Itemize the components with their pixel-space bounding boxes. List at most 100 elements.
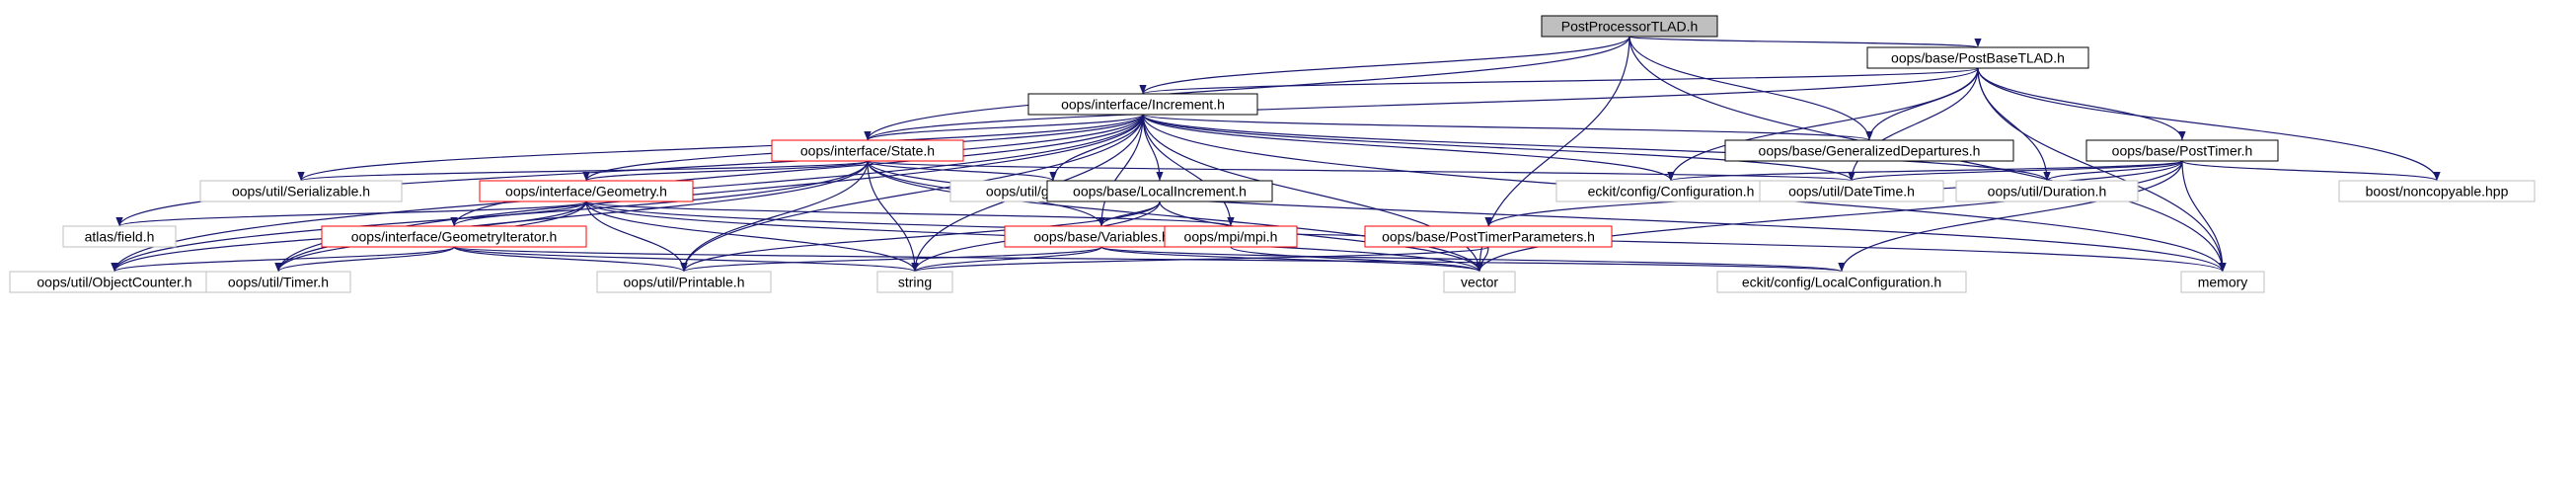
node-label-vector: vector — [1461, 275, 1498, 290]
edge-postbase-to-noncopyable — [1977, 67, 2441, 182]
node-geometry[interactable]: oops/interface/Geometry.h — [479, 180, 694, 202]
node-label-root: PostProcessorTLAD.h — [1561, 19, 1699, 35]
node-printable[interactable]: oops/util/Printable.h — [596, 271, 772, 293]
node-box-printable — [596, 271, 772, 293]
node-ptparams[interactable]: oops/base/PostTimerParameters.h — [1364, 225, 1613, 248]
node-box-mpi — [1164, 225, 1298, 248]
node-serializable[interactable]: oops/util/Serializable.h — [199, 180, 403, 202]
node-postbase[interactable]: oops/base/PostBaseTLAD.h — [1866, 46, 2089, 69]
node-increment[interactable]: oops/interface/Increment.h — [1027, 93, 1258, 116]
node-box-datetime — [1759, 180, 1944, 202]
node-label-timer: oops/util/Timer.h — [228, 275, 329, 290]
node-state[interactable]: oops/interface/State.h — [771, 139, 964, 162]
node-box-gendep — [1724, 139, 2014, 162]
node-label-mpi: oops/mpi/mpi.h — [1184, 229, 1278, 245]
node-label-ptparams: oops/base/PostTimerParameters.h — [1382, 229, 1595, 245]
edge-ptparams-to-string — [911, 246, 1489, 273]
node-box-increment — [1027, 93, 1258, 116]
edge-posttimer-to-localconfig — [1838, 160, 2183, 273]
node-gendep[interactable]: oops/base/GeneralizedDepartures.h — [1724, 139, 2014, 162]
edge-postbase-to-duration — [1977, 67, 2051, 182]
node-memory[interactable]: memory — [2180, 271, 2265, 293]
edge-postbase-to-increment — [1139, 67, 1979, 95]
edge-state-to-string — [867, 160, 919, 273]
edge-geoiter-to-printable — [453, 246, 688, 273]
edge-posttimer-to-memory — [2181, 160, 2227, 273]
edge-geometry-to-mpi — [585, 200, 1235, 227]
node-label-memory: memory — [2198, 275, 2248, 290]
node-box-localconfig — [1716, 271, 1967, 293]
edge-state-to-printable — [680, 160, 869, 273]
node-label-gendep: oops/base/GeneralizedDepartures.h — [1759, 143, 1981, 159]
node-label-postbase: oops/base/PostBaseTLAD.h — [1891, 50, 2065, 66]
node-mpi[interactable]: oops/mpi/mpi.h — [1164, 225, 1298, 248]
node-box-string — [876, 271, 953, 293]
edge-increment-to-variables — [1098, 114, 1144, 227]
edge-state-to-geometry — [582, 160, 869, 182]
node-box-memory — [2180, 271, 2265, 293]
edge-variables-to-vector — [1100, 246, 1483, 273]
edge-posttimer-to-datetime — [1848, 160, 2183, 182]
edge-increment-to-geoiter — [450, 114, 1144, 227]
node-label-state: oops/interface/State.h — [800, 143, 935, 159]
edge-geoiter-to-string — [453, 246, 919, 273]
edge-postbase-to-memory — [1977, 67, 2227, 273]
node-box-serializable — [199, 180, 403, 202]
edge-state-to-vector — [867, 160, 1483, 273]
node-noncopyable[interactable]: boost/noncopyable.hpp — [2338, 180, 2536, 202]
node-label-variables: oops/base/Variables.h — [1033, 229, 1170, 245]
edge-geometry-to-geoiter — [450, 200, 587, 227]
node-box-geometry — [479, 180, 694, 202]
edge-postbase-to-state — [864, 67, 1979, 141]
node-duration[interactable]: oops/util/Duration.h — [1955, 180, 2139, 202]
edge-posttimer-to-config — [1667, 160, 2183, 182]
node-atlasfield[interactable]: atlas/field.h — [62, 225, 177, 248]
node-label-geometry: oops/interface/Geometry.h — [505, 184, 667, 200]
edge-state-to-gatherprint — [867, 160, 1057, 182]
node-posttimer[interactable]: oops/base/PostTimer.h — [2085, 139, 2279, 162]
node-root: PostProcessorTLAD.h — [1541, 15, 1718, 38]
edge-increment-to-printable — [680, 114, 1144, 273]
node-box-noncopyable — [2338, 180, 2536, 202]
node-label-geoiter: oops/interface/GeometryIterator.h — [351, 229, 558, 245]
node-localinc[interactable]: oops/base/LocalIncrement.h — [1046, 180, 1273, 202]
node-label-printable: oops/util/Printable.h — [624, 275, 745, 290]
edge-increment-to-gatherprint — [1049, 114, 1144, 182]
edge-increment-to-config — [1142, 114, 1675, 182]
edge-increment-to-datetime — [1142, 114, 1856, 182]
node-label-objcounter: oops/util/ObjectCounter.h — [37, 275, 191, 290]
node-config[interactable]: eckit/config/Configuration.h — [1555, 180, 1786, 202]
node-label-string: string — [898, 275, 932, 290]
edge-geometry-to-atlasfield — [115, 200, 587, 227]
node-localconfig[interactable]: eckit/config/LocalConfiguration.h — [1716, 271, 1967, 293]
node-timer[interactable]: oops/util/Timer.h — [205, 271, 351, 293]
node-label-atlasfield: atlas/field.h — [85, 229, 155, 245]
edges-layer — [111, 36, 2441, 273]
edge-root-to-state — [864, 36, 1630, 141]
edge-posttimer-to-noncopyable — [2181, 160, 2441, 182]
edge-posttimer-to-vector — [1476, 160, 2183, 273]
node-box-localinc — [1046, 180, 1273, 202]
node-label-duration: oops/util/Duration.h — [1988, 184, 2107, 200]
node-vector[interactable]: vector — [1443, 271, 1516, 293]
edge-state-to-timer — [274, 160, 869, 273]
edge-postbase-to-datetime — [1848, 67, 1979, 182]
node-label-noncopyable: boost/noncopyable.hpp — [2366, 184, 2509, 200]
edge-mpi-to-vector — [1230, 246, 1483, 273]
edge-geoiter-to-localconfig — [453, 246, 1845, 273]
edge-posttimer-to-duration — [2043, 160, 2183, 182]
edge-variables-to-localconfig — [1100, 246, 1846, 273]
node-label-localinc: oops/base/LocalIncrement.h — [1073, 184, 1247, 200]
node-geoiter[interactable]: oops/interface/GeometryIterator.h — [321, 225, 587, 248]
node-box-posttimer — [2085, 139, 2279, 162]
node-objcounter[interactable]: oops/util/ObjectCounter.h — [9, 271, 220, 293]
edge-increment-to-gendep — [1142, 114, 1873, 141]
node-datetime[interactable]: oops/util/DateTime.h — [1759, 180, 1944, 202]
node-string[interactable]: string — [876, 271, 953, 293]
edge-state-to-serializable — [297, 160, 869, 182]
edge-variables-to-string — [911, 246, 1102, 273]
node-box-ptparams — [1364, 225, 1613, 248]
node-variables[interactable]: oops/base/Variables.h — [1004, 225, 1199, 248]
node-label-localconfig: eckit/config/LocalConfiguration.h — [1742, 275, 1941, 290]
